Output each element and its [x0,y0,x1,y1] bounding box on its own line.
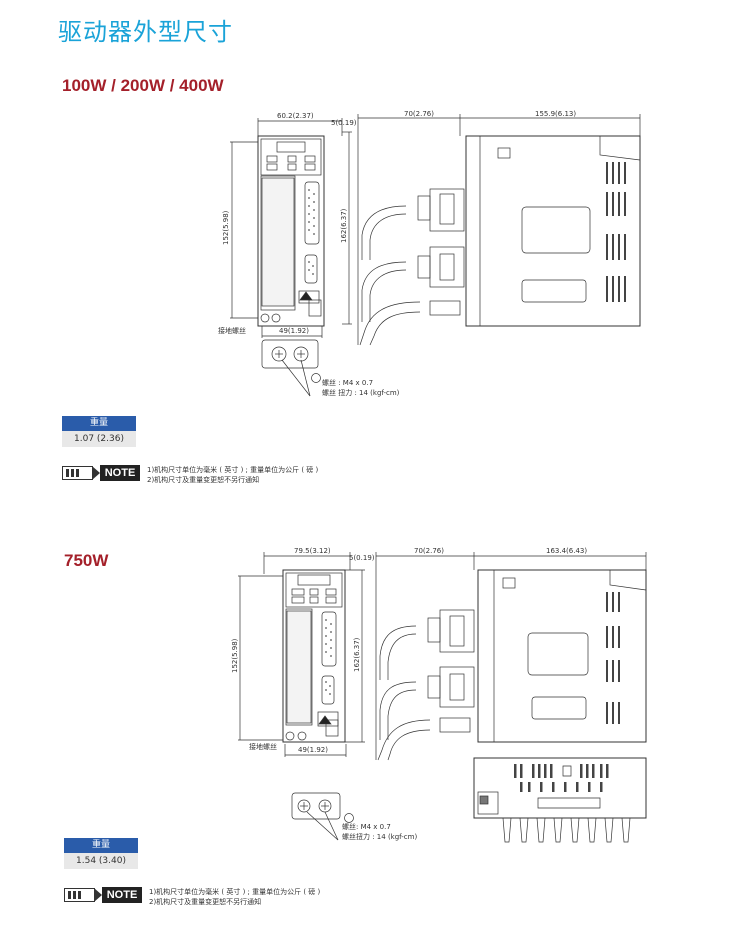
ground-screw-label-1: 接地螺丝 [218,326,246,335]
note-badge-2: NOTE [64,886,142,904]
dim-height-outer-2: 162(6.37) [353,637,361,672]
weight-header-1: 重量 [62,416,136,431]
section-title-100-400w: 100W / 200W / 400W [62,76,224,95]
dim-height-outer-1: 162(6.37) [340,208,348,243]
weight-value-2: 1.54 (3.40) [64,853,138,869]
note-line2-2: 2)机构尺寸及重量变更恕不另行通知 [149,898,262,906]
dim-offset-2: 5(0.19) [349,554,375,562]
dim-base-2: 49(1.92) [298,746,328,754]
note-line1-2: 1)机构尺寸单位为毫米 ( 英寸 ) ; 重量单位为公斤 ( 磅 ) [149,888,321,896]
screw-torque-2: 螺丝扭力 : 14 (kgf-cm) [342,832,417,841]
note-label-1: NOTE [104,467,136,479]
screw-torque-1: 螺丝 扭力 : 14 (kgf-cm) [322,388,400,397]
note-line2-1: 2)机构尺寸及重量变更恕不另行通知 [147,476,260,484]
dim-base-1: 49(1.92) [279,327,309,335]
weight-value-1: 1.07 (2.36) [62,431,136,447]
dim-depth-2: 163.4(6.43) [546,547,587,555]
weight-header-2: 重量 [64,838,138,853]
note-line1-1: 1)机构尺寸单位为毫米 ( 英寸 ) ; 重量单位为公斤 ( 磅 ) [147,466,319,474]
dim-depth-1: 155.9(6.13) [535,110,576,118]
screw-spec-1: 螺丝 : M4 x 0.7 [322,378,373,387]
dim-cable-2: 70(2.76) [414,547,444,555]
dim-height-inner-2: 152(5.98) [231,638,239,673]
dim-width-2: 79.5(3.12) [294,547,331,555]
note-badge-1: NOTE [62,464,140,482]
section-title-750w: 750W [64,551,109,570]
dim-offset-1: 5(0.19) [331,119,357,127]
ground-screw-label-2: 接地螺丝 [249,742,277,751]
note-label-2: NOTE [106,889,138,901]
page-title: 驱动器外型尺寸 [58,18,233,46]
screw-spec-2: 螺丝: M4 x 0.7 [342,822,391,831]
dim-height-inner-1: 152(5.98) [222,210,230,245]
dim-width-1: 60.2(2.37) [277,112,314,120]
dim-cable-1: 70(2.76) [404,110,434,118]
